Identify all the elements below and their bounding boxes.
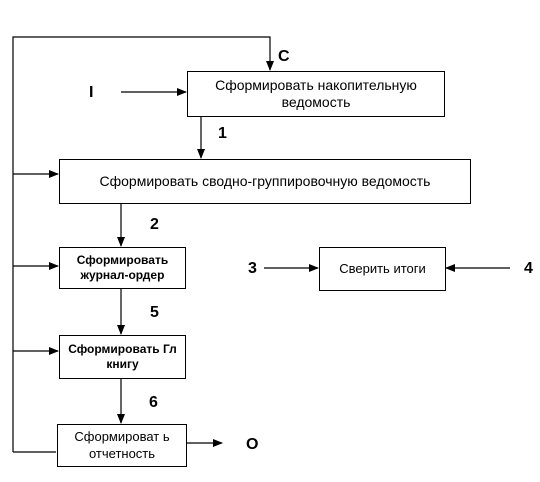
box-verify-text: Сверить итоги [339, 260, 426, 276]
box-report-text: Сформироват ь отчетность [74, 429, 170, 461]
label-2: 2 [150, 216, 159, 233]
box-journal: Сформировать журнал-ордер [59, 247, 186, 289]
box-summary-text: Сформировать сводно-группировочную ведом… [99, 172, 431, 189]
label-o: O [246, 436, 259, 453]
box-journal-text: Сформировать журнал-ордер [76, 253, 169, 282]
box-report: Сформироват ь отчетность [57, 424, 187, 467]
label-c: С [278, 48, 290, 65]
label-1: 1 [218, 125, 227, 142]
box-summary: Сформировать сводно-группировочную ведом… [59, 159, 471, 204]
label-3: 3 [248, 260, 257, 277]
box-verify: Сверить итоги [319, 247, 446, 291]
box-ledger: Сформировать Гл книгу [59, 335, 186, 379]
box-ledger-text: Сформировать Гл книгу [68, 342, 177, 371]
box-accumulate-text: Сформировать накопительную ведомость [215, 76, 417, 111]
label-4: 4 [524, 260, 533, 277]
label-5: 5 [150, 304, 159, 321]
box-accumulate: Сформировать накопительную ведомость [187, 71, 445, 117]
label-6: 6 [149, 394, 158, 411]
feedback-line [12, 36, 274, 452]
label-i: I [89, 84, 94, 101]
